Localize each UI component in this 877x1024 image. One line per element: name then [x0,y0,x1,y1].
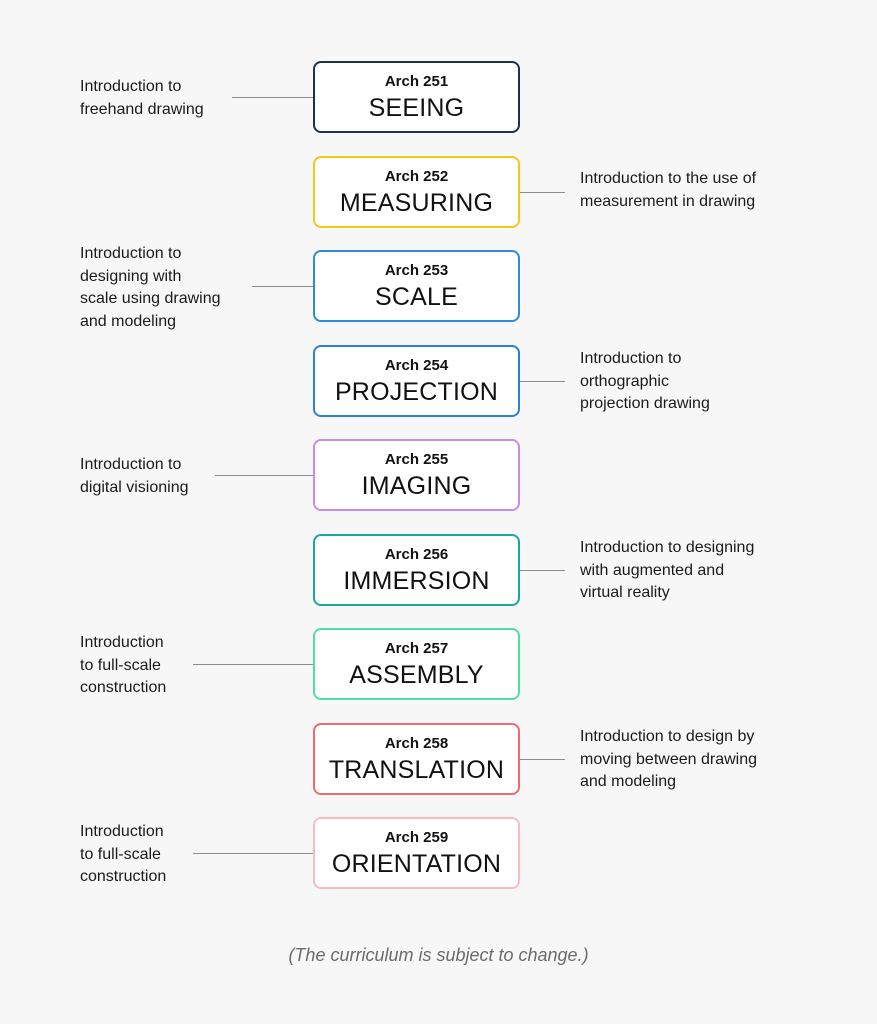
course-name: PROJECTION [334,378,499,406]
connector-line [520,381,565,382]
course-code: Arch 251 [384,73,449,90]
connector-line [520,759,565,760]
course-code: Arch 258 [384,735,449,752]
course-name: SEEING [368,94,465,122]
connector-line [252,286,313,287]
course-code: Arch 257 [384,640,449,657]
course-code: Arch 259 [384,829,449,846]
course-name: SCALE [375,283,458,311]
course-name: IMAGING [361,472,472,500]
connector-line [193,664,313,665]
course-name: TRANSLATION [328,756,505,784]
course-code: Arch 252 [384,168,449,185]
course-code: Arch 256 [384,546,449,563]
connector-line [520,192,565,193]
connector-line [232,97,313,98]
course-code: Arch 254 [384,357,449,374]
connector-line [193,853,313,854]
connector-line [520,570,565,571]
connector-line [215,475,313,476]
curriculum-note: (The curriculum is subject to change.) [288,945,589,965]
course-name: ORIENTATION [331,850,502,878]
course-name: MEASURING [339,189,494,217]
course-code: Arch 255 [384,451,449,468]
course-name: ASSEMBLY [349,661,484,689]
course-name: IMMERSION [343,567,490,595]
course-code: Arch 253 [384,262,449,279]
